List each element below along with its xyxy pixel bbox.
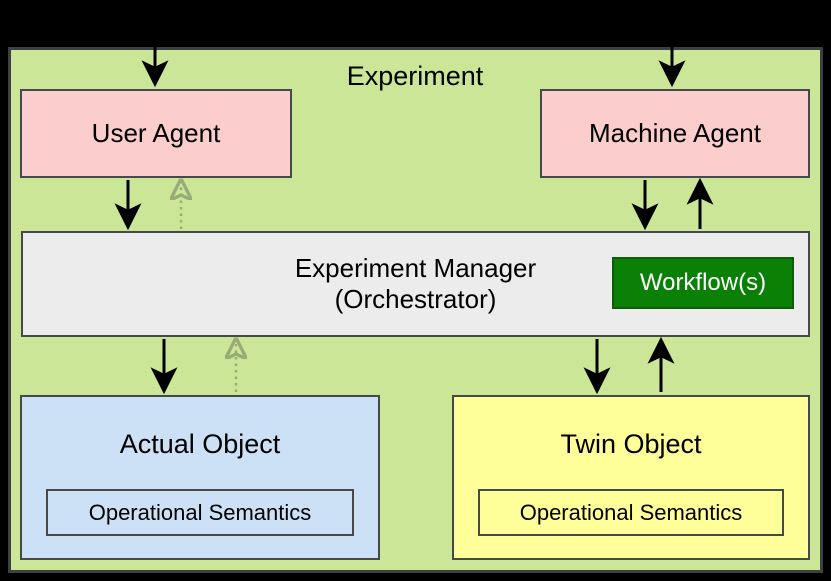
twin-object-operational-semantics[interactable]: Operational Semantics — [478, 489, 784, 536]
twin-object-label: Twin Object — [560, 429, 702, 459]
actual-object-operational-semantics-label: Operational Semantics — [88, 499, 312, 525]
machine-agent-node[interactable]: Machine Agent — [540, 89, 810, 178]
experiment-manager-label: Experiment Manager (Orchestrator) — [294, 253, 537, 314]
actual-object-label: Actual Object — [119, 429, 281, 459]
workflow-label: Workflow(s) — [639, 269, 767, 296]
twin-object-node[interactable]: Twin Object Operational Semantics — [452, 395, 810, 560]
user-agent-node[interactable]: User Agent — [20, 89, 292, 178]
workflow-chip[interactable]: Workflow(s) — [612, 257, 794, 309]
experiment-manager-node[interactable]: Experiment Manager (Orchestrator) Workfl… — [21, 231, 810, 337]
twin-object-operational-semantics-label: Operational Semantics — [519, 499, 743, 525]
user-agent-label: User Agent — [91, 118, 221, 149]
machine-agent-label: Machine Agent — [588, 118, 761, 149]
experiment-title: Experiment — [346, 61, 484, 91]
actual-object-node[interactable]: Actual Object Operational Semantics — [20, 395, 380, 560]
actual-object-operational-semantics[interactable]: Operational Semantics — [46, 489, 354, 536]
